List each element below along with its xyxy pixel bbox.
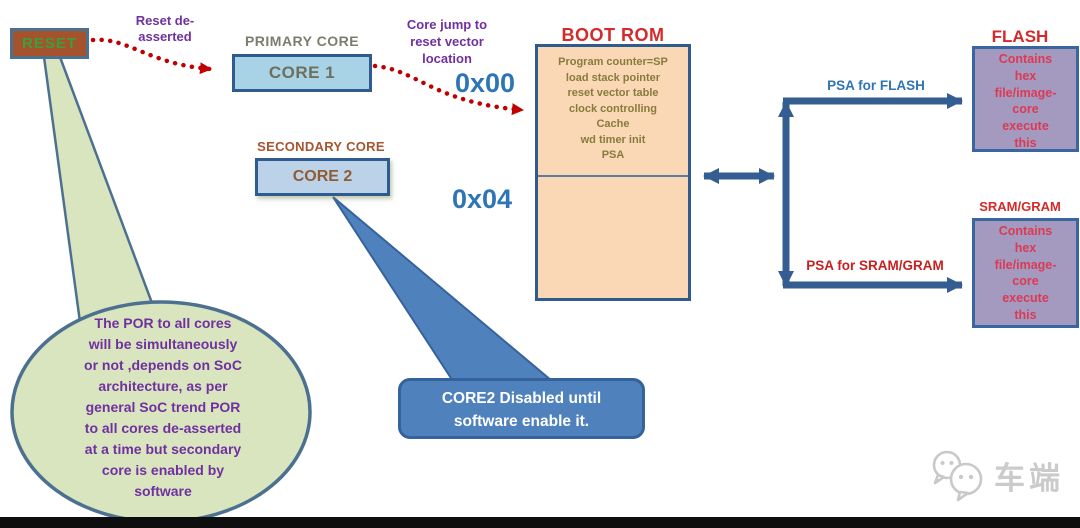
core1-to-bootrom-arrow (372, 63, 525, 116)
core2-node: CORE 2 (255, 158, 390, 196)
flash-title: FLASH (991, 27, 1049, 46)
sram-title: SRAM/GRAM (979, 199, 1061, 214)
reset-label: RESET (21, 35, 77, 52)
watermark: 车端 (928, 446, 1078, 504)
bootrom-title: BOOT ROM (561, 25, 665, 45)
flash-node: Contains hex file/image- core execute th… (972, 46, 1079, 152)
core1-node: CORE 1 (232, 54, 372, 92)
flash-contents: Contains hex file/image- core execute th… (994, 52, 1057, 150)
psa-for-flash-label: PSA for FLASH (827, 78, 925, 93)
psa-for-sram-label: PSA for SRAM/GRAM (806, 258, 944, 273)
core2-disabled-callout: CORE2 Disabled until software enable it. (398, 378, 645, 439)
watermark-text: 车端 (994, 460, 1064, 496)
bottom-bar (0, 517, 1080, 528)
por-note-text: The POR to all cores will be simultaneou… (84, 315, 242, 499)
por-balloon-tail (42, 55, 154, 324)
sram-contents: Contains hex file/image- core execute th… (994, 224, 1057, 322)
core1-label: CORE 1 (268, 63, 336, 82)
reset-to-core1-arrow (90, 37, 213, 75)
reset-vector-addr-0x00: 0x00 (455, 68, 516, 98)
core-jump-note: Core jump to reset vector location (406, 17, 488, 66)
core2-callout-tail (332, 196, 555, 397)
core2-label: CORE 2 (292, 168, 353, 185)
secondary-core-caption: SECONDARY CORE (257, 139, 385, 154)
reset-deasserted-note: Reset de- asserted (135, 13, 195, 44)
wechat-icon (932, 450, 983, 502)
reset-node: RESET (10, 28, 89, 59)
bootrom-divider (538, 175, 688, 177)
bootrom-contents: Program counter=SP load stack pointer re… (558, 56, 668, 161)
primary-core-caption: PRIMARY CORE (244, 33, 360, 49)
reset-vector-addr-0x04: 0x04 (452, 184, 513, 214)
bootrom-node: Program counter=SP load stack pointer re… (535, 44, 691, 301)
sram-node: Contains hex file/image- core execute th… (972, 218, 1079, 328)
